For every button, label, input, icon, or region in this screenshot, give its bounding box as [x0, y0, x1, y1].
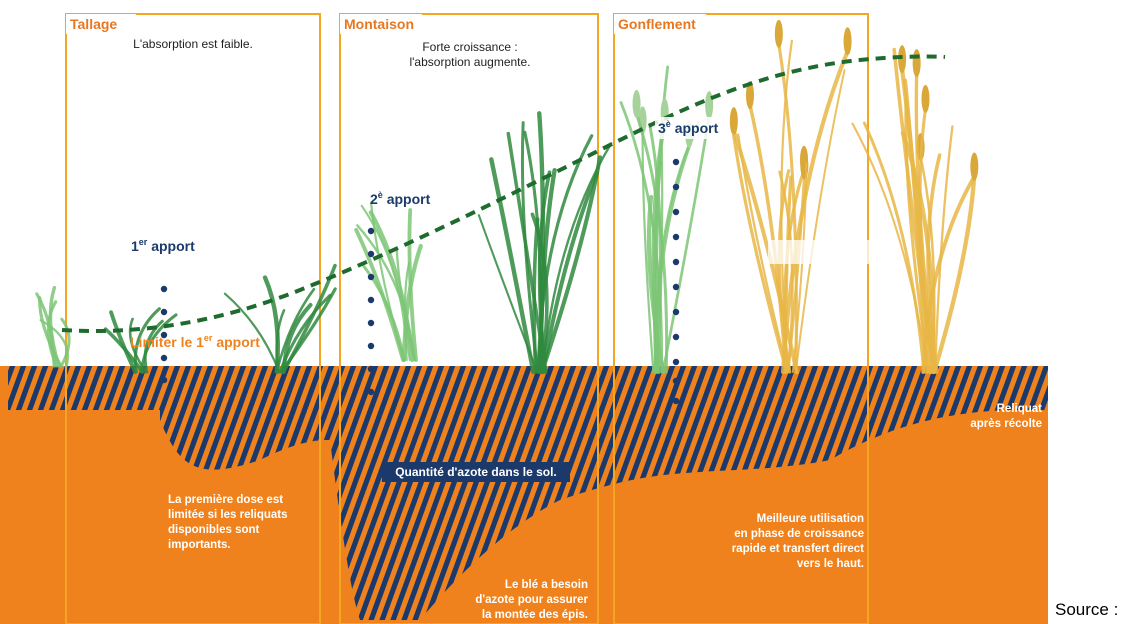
svg-text:Meilleure utilisation: Meilleure utilisation — [757, 513, 864, 525]
wheat-ear — [970, 153, 978, 181]
svg-text:La première dose est: La première dose est — [168, 494, 283, 506]
absorption-curve — [62, 56, 945, 331]
wheat-ear — [775, 20, 783, 48]
svg-text:Le blé a besoin: Le blé a besoin — [505, 579, 588, 591]
wheat-ear — [921, 85, 929, 113]
svg-text:disponibles sont: disponibles sont — [168, 524, 260, 536]
wheat-ear — [705, 91, 713, 119]
limiter-label: Limiter le 1er apport — [130, 333, 260, 350]
stage-description-tallage: L'absorption est faible. — [133, 37, 253, 51]
svg-text:importants.: importants. — [168, 539, 231, 551]
stage-description-montaison-line1: Forte croissance : — [422, 40, 517, 54]
wheat-ear — [913, 49, 921, 77]
apport-label-2: 2è apport — [370, 190, 431, 207]
svg-text:Reliquat: Reliquat — [997, 403, 1043, 415]
stage-title-montaison: Montaison — [344, 16, 414, 32]
source-label: Source : — [1055, 600, 1118, 620]
wheat-leaf — [796, 70, 845, 372]
svg-text:la montée des épis.: la montée des épis. — [482, 609, 588, 621]
stage-title-gonflement: Gonflement — [618, 16, 696, 32]
stage-description-montaison-line2: l'absorption augmente. — [409, 55, 530, 69]
wheat-ear — [633, 90, 641, 118]
svg-text:limitée si les reliquats: limitée si les reliquats — [168, 509, 288, 521]
svg-text:en phase de croissance: en phase de croissance — [734, 528, 864, 540]
svg-text:rapide et transfert direct: rapide et transfert direct — [732, 543, 864, 555]
svg-text:d'azote pour assurer: d'azote pour assurer — [475, 594, 588, 606]
quantite-label: Quantité d'azote dans le sol. — [395, 465, 557, 479]
wheat-ear — [844, 27, 852, 55]
stage-title-tallage: Tallage — [70, 16, 117, 32]
wheat-leaf — [265, 278, 278, 372]
apport-label-1: 1er apport — [131, 237, 195, 254]
wheat-ear — [730, 107, 738, 135]
wheat-plants — [37, 20, 978, 372]
wheat-ear — [898, 45, 906, 73]
svg-text:après récolte: après récolte — [970, 418, 1042, 430]
svg-text:vers le haut.: vers le haut. — [797, 558, 864, 570]
